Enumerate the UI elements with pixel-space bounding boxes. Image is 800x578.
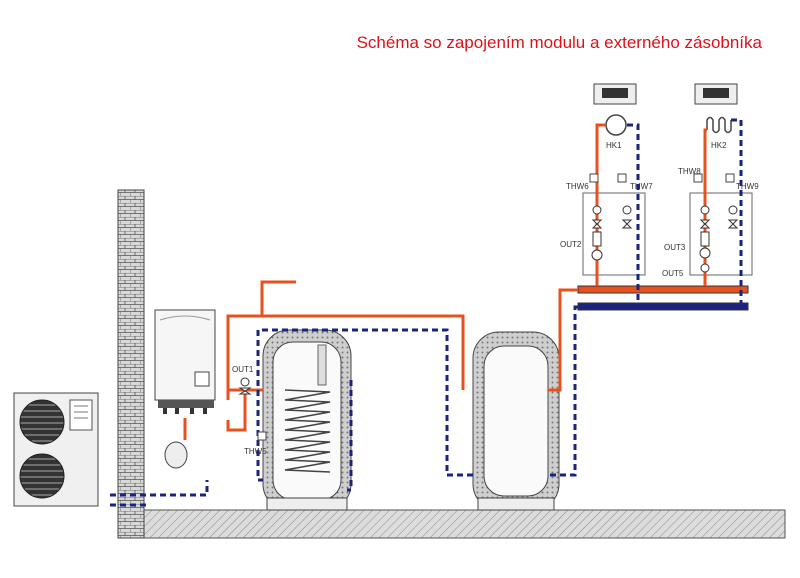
circuit-1-components [591, 205, 633, 261]
label-thw8: THW8 [678, 167, 701, 176]
label-out1: OUT1 [232, 365, 254, 374]
heating-consumer-2-floor-loop [706, 116, 732, 134]
floor-slab [142, 509, 786, 539]
room-controller-1 [593, 83, 637, 105]
label-thw9: THW9 [736, 182, 759, 191]
sensor-thw8 [693, 173, 703, 183]
dhw-storage-tank [262, 329, 352, 511]
expansion-vessel [164, 441, 188, 469]
three-way-valve-out1 [238, 377, 252, 395]
label-thw7: THW7 [630, 182, 653, 191]
return-pipes [110, 118, 743, 507]
sensor-thw6 [589, 173, 599, 183]
label-out5: OUT5 [662, 269, 684, 278]
label-thw6: THW6 [566, 182, 589, 191]
room-controller-2 [694, 83, 738, 105]
circuit-2-components [699, 205, 739, 273]
indoor-module [154, 309, 216, 414]
return-header-bar [577, 302, 749, 311]
supply-header-bar [577, 285, 749, 294]
heating-circuit-1-group [582, 192, 646, 276]
sensor-thw9 [725, 173, 735, 183]
brick-wall [117, 189, 145, 539]
sensor-thw5 [257, 431, 267, 441]
label-out3: OUT3 [664, 243, 686, 252]
heating-circuit-2-group [689, 192, 753, 276]
label-hk2: HK2 [711, 141, 727, 150]
label-hk1: HK1 [606, 141, 622, 150]
sensor-thw7 [617, 173, 627, 183]
label-out2: OUT2 [560, 240, 582, 249]
buffer-storage-tank [472, 331, 560, 511]
heating-consumer-1-radiator [605, 114, 627, 136]
outdoor-heat-pump-unit [13, 392, 99, 507]
label-thw5: THW5 [244, 447, 267, 456]
diagram-title: Schéma so zapojením modulu a externého z… [356, 33, 762, 52]
